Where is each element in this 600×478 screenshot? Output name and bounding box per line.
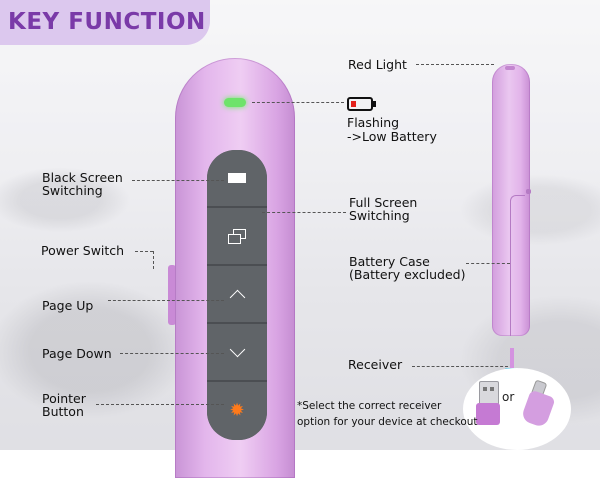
power-switch-leader [135, 251, 153, 252]
receiver-leader [412, 366, 508, 367]
receiver-note-line-2: option for your device at checkout [297, 416, 478, 428]
receiver-note-line-1: *Select the correct receiver [297, 400, 442, 412]
full-screen-label: Full Screen [349, 195, 418, 210]
side-red-light [505, 66, 515, 70]
page-up-leader [108, 300, 224, 301]
or-label: or [502, 390, 515, 404]
power-switch[interactable] [168, 265, 176, 325]
chevron-down-icon [229, 341, 245, 357]
page-down-label: Page Down [42, 346, 112, 361]
full-screen-label-2: Switching [349, 208, 410, 223]
pointer-label-2: Button [42, 404, 84, 419]
usb-c-receiver-icon [520, 379, 556, 429]
power-switch-label: Power Switch [41, 243, 125, 258]
pointer-label: Pointer [42, 391, 86, 406]
page-title: KEY FUNCTION [8, 9, 206, 35]
laser-pointer-icon: ✹ [229, 400, 245, 421]
low-battery-icon [347, 97, 373, 111]
chevron-up-icon [229, 289, 245, 305]
title-badge [0, 0, 210, 45]
battery-case-label: Battery Case [349, 254, 430, 269]
battery-case-latch [526, 189, 531, 194]
red-light-leader [416, 64, 494, 65]
button-panel: ✹ [207, 150, 267, 440]
red-light-indicator [224, 98, 246, 107]
full-screen-button[interactable] [207, 208, 267, 266]
page-up-button[interactable] [207, 266, 267, 324]
full-screen-icon [228, 229, 246, 244]
red-light-label: Red Light [348, 57, 407, 72]
full-screen-leader [262, 212, 346, 213]
black-screen-button[interactable] [207, 150, 267, 208]
receiver-label: Receiver [348, 357, 403, 372]
battery-case-leader [466, 263, 510, 264]
battery-case-outline [510, 195, 525, 336]
usb-a-receiver-icon [476, 381, 500, 427]
black-screen-leader [132, 180, 224, 181]
page-up-label: Page Up [42, 298, 94, 313]
flashing-label: Flashing [347, 115, 400, 130]
power-switch-leader-v [153, 251, 154, 269]
page-down-leader [120, 353, 224, 354]
led-leader [252, 102, 344, 103]
pointer-button[interactable]: ✹ [207, 382, 267, 440]
black-screen-label: Black Screen [42, 170, 123, 185]
receiver-arrow [510, 348, 514, 370]
battery-cap [373, 101, 376, 107]
battery-case-label-2: (Battery excluded) [349, 267, 466, 282]
black-screen-icon [228, 173, 246, 183]
low-battery-label: ->Low Battery [347, 129, 437, 144]
black-screen-label-2: Switching [42, 183, 103, 198]
pointer-leader [96, 404, 224, 405]
